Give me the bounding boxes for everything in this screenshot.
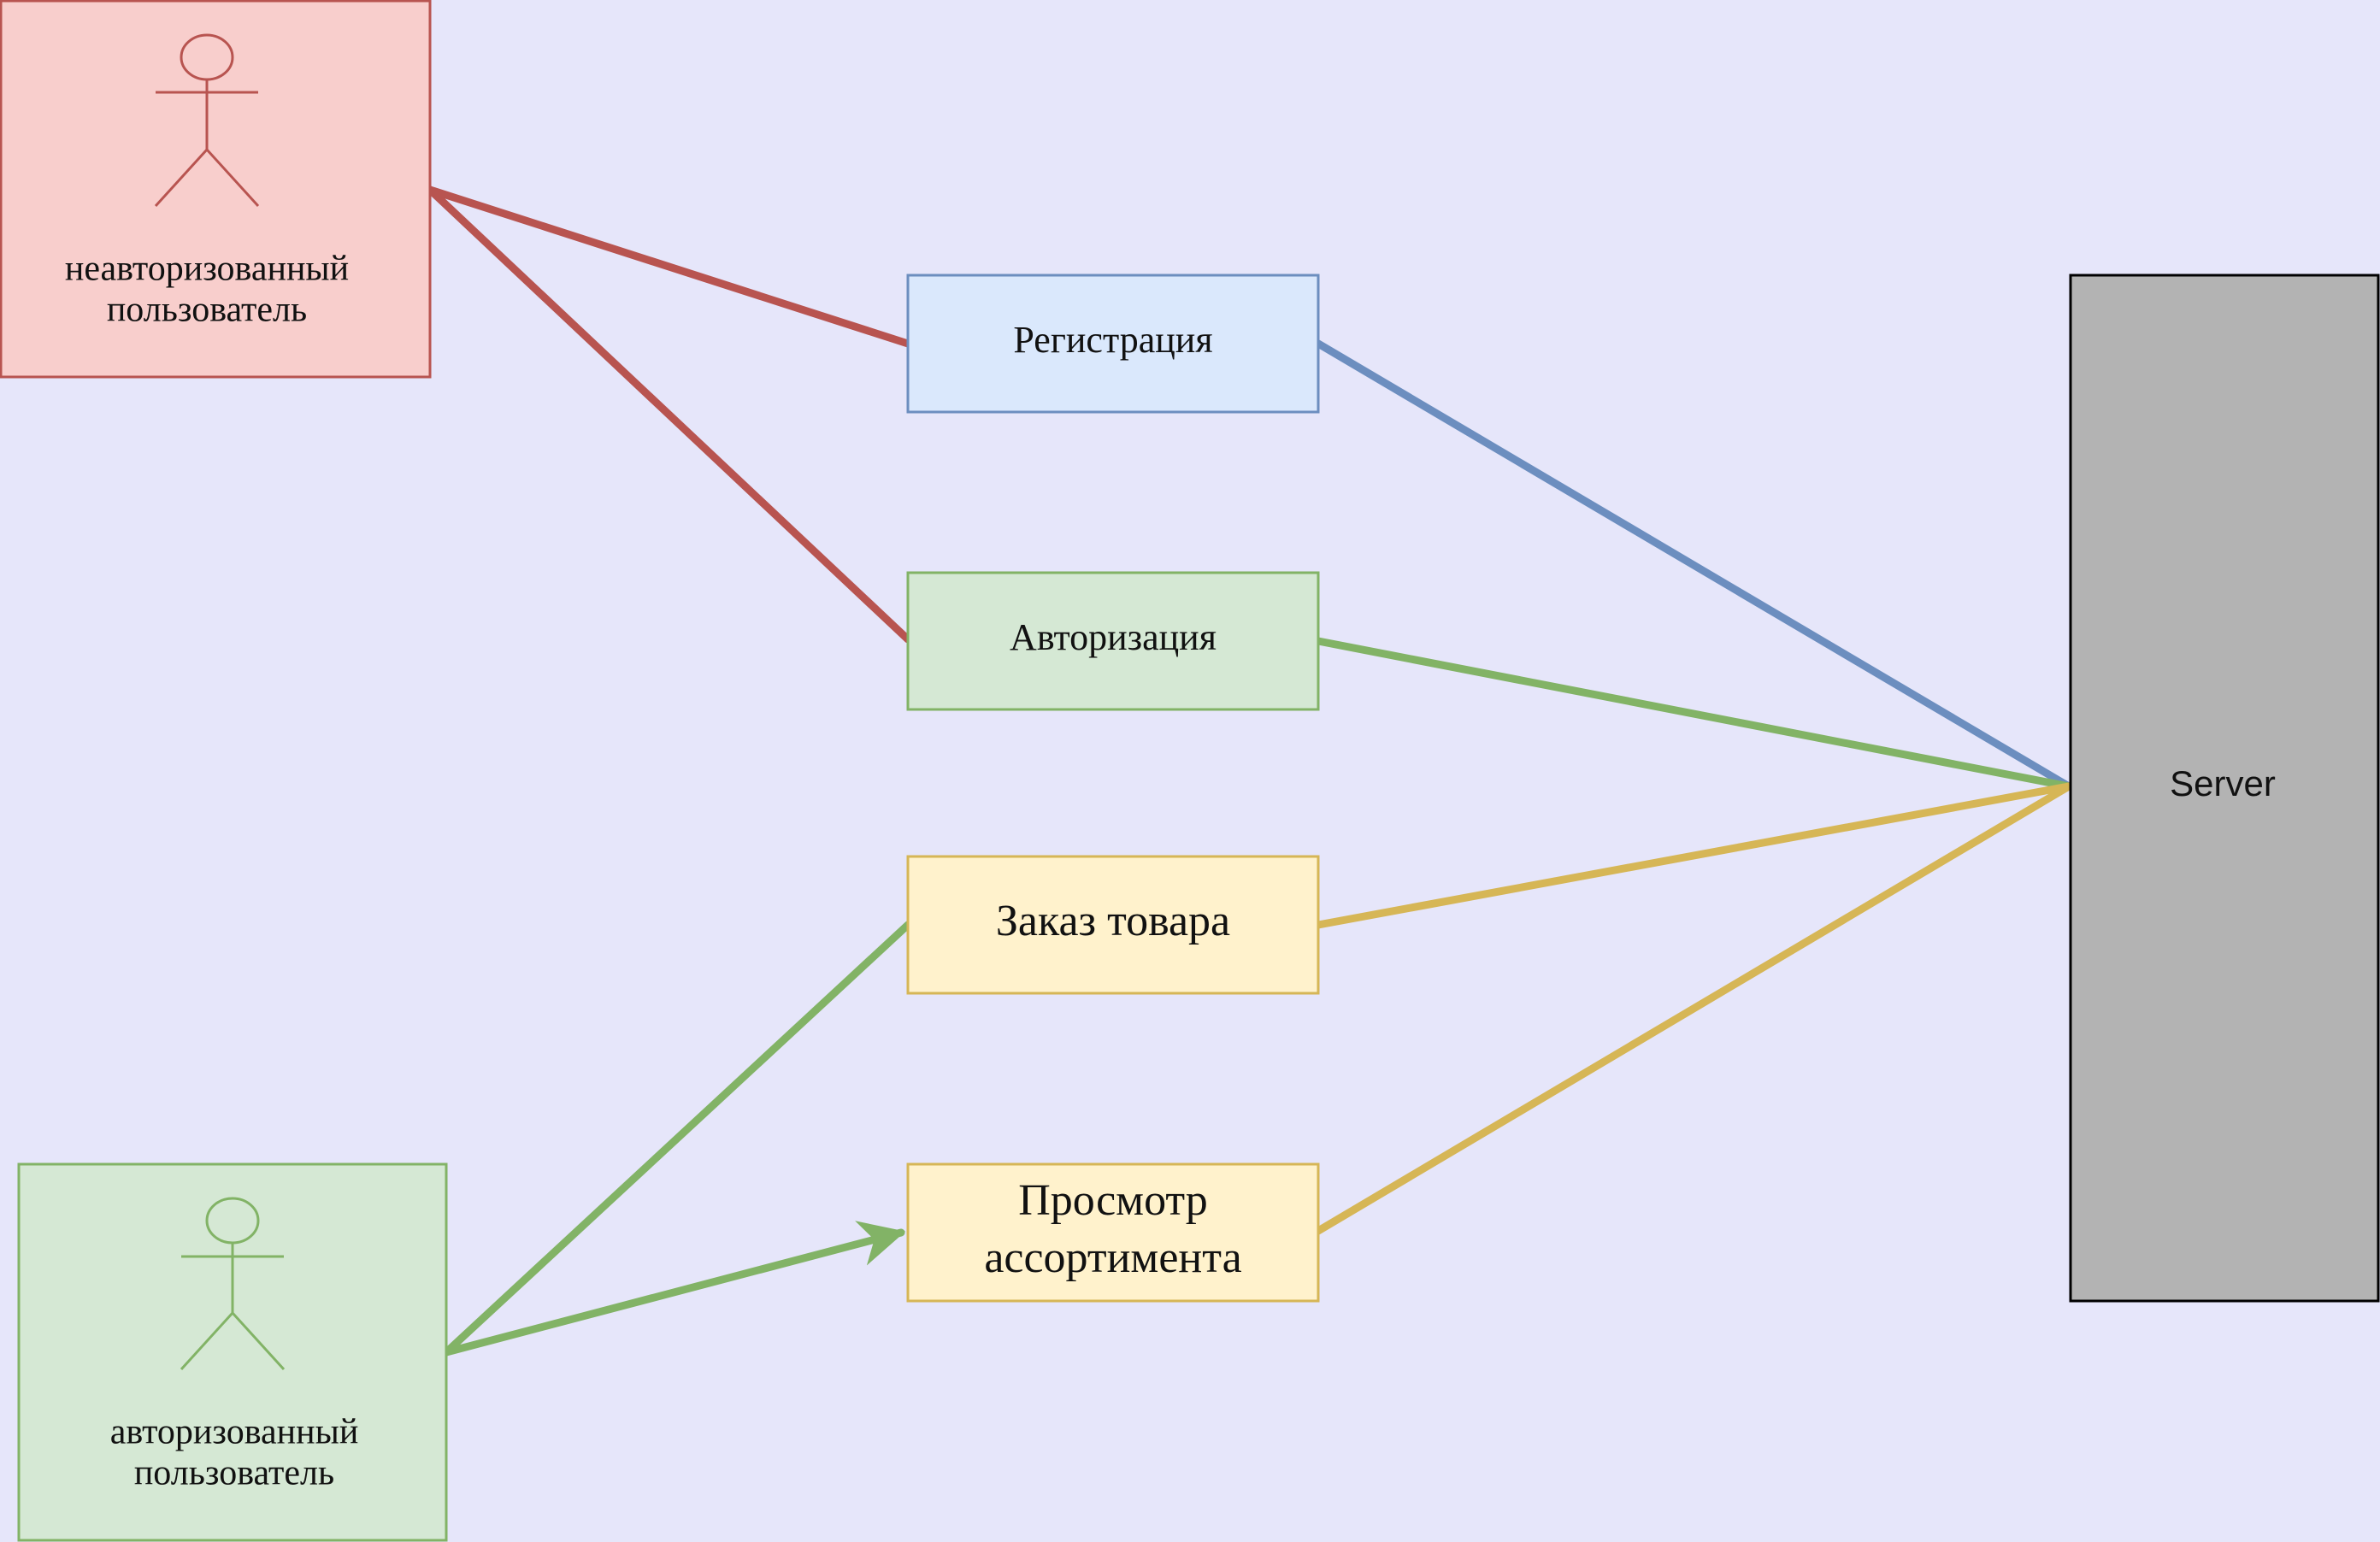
use-case-browse[interactable]: Просмотр ассортимента <box>906 1162 1320 1303</box>
server-node[interactable]: Server <box>2069 274 2380 1303</box>
actor-unauthorized-user[interactable]: неавторизованный пользователь <box>0 0 432 379</box>
edge-order-to-server[interactable] <box>1314 782 2073 929</box>
edges <box>426 185 2073 1357</box>
stick-figure-icon <box>180 1197 286 1371</box>
use-case-browse-label-line2: ассортимента <box>984 1233 1241 1282</box>
actor-authorized-label-line1: авторизованный <box>110 1413 359 1452</box>
server-box <box>2069 274 2380 1303</box>
edge-authorized-to-order[interactable] <box>442 921 912 1357</box>
use-case-order-label: Заказ товара <box>996 897 1230 945</box>
edge-registration-to-server[interactable] <box>1314 339 2073 791</box>
edge-unauthorized-to-authorization[interactable] <box>426 185 912 644</box>
stick-figure-icon <box>154 33 260 208</box>
use-case-authorization-label: Авторизация <box>1010 616 1217 658</box>
use-case-authorization[interactable]: Авторизация <box>906 571 1320 711</box>
actor-authorized-user[interactable]: авторизованный пользователь <box>17 1162 448 1542</box>
server-label: Server <box>2170 763 2276 803</box>
actor-unauthorized-label-line1: неавторизованный <box>65 250 349 289</box>
actor-authorized-label-line2: пользователь <box>134 1454 334 1493</box>
edge-browse-to-server[interactable] <box>1314 782 2073 1235</box>
use-case-order-box <box>906 855 1320 995</box>
edge-authorized-to-browse-arrow[interactable] <box>442 1221 906 1357</box>
use-case-browse-box <box>906 1162 1320 1303</box>
actor-unauthorized-label-line2: пользователь <box>107 291 307 330</box>
use-case-registration[interactable]: Регистрация <box>906 274 1320 414</box>
edge-authorization-to-server[interactable] <box>1314 637 2073 791</box>
edge-unauthorized-to-registration[interactable] <box>426 185 912 348</box>
use-case-registration-label: Регистрация <box>1013 319 1212 361</box>
use-case-browse-label-line1: Просмотр <box>1018 1176 1208 1225</box>
use-case-authorization-box <box>906 571 1320 711</box>
actor-unauthorized-box <box>0 0 432 379</box>
actor-authorized-box <box>17 1162 448 1542</box>
use-case-registration-box <box>906 274 1320 414</box>
use-case-order[interactable]: Заказ товара <box>906 855 1320 995</box>
